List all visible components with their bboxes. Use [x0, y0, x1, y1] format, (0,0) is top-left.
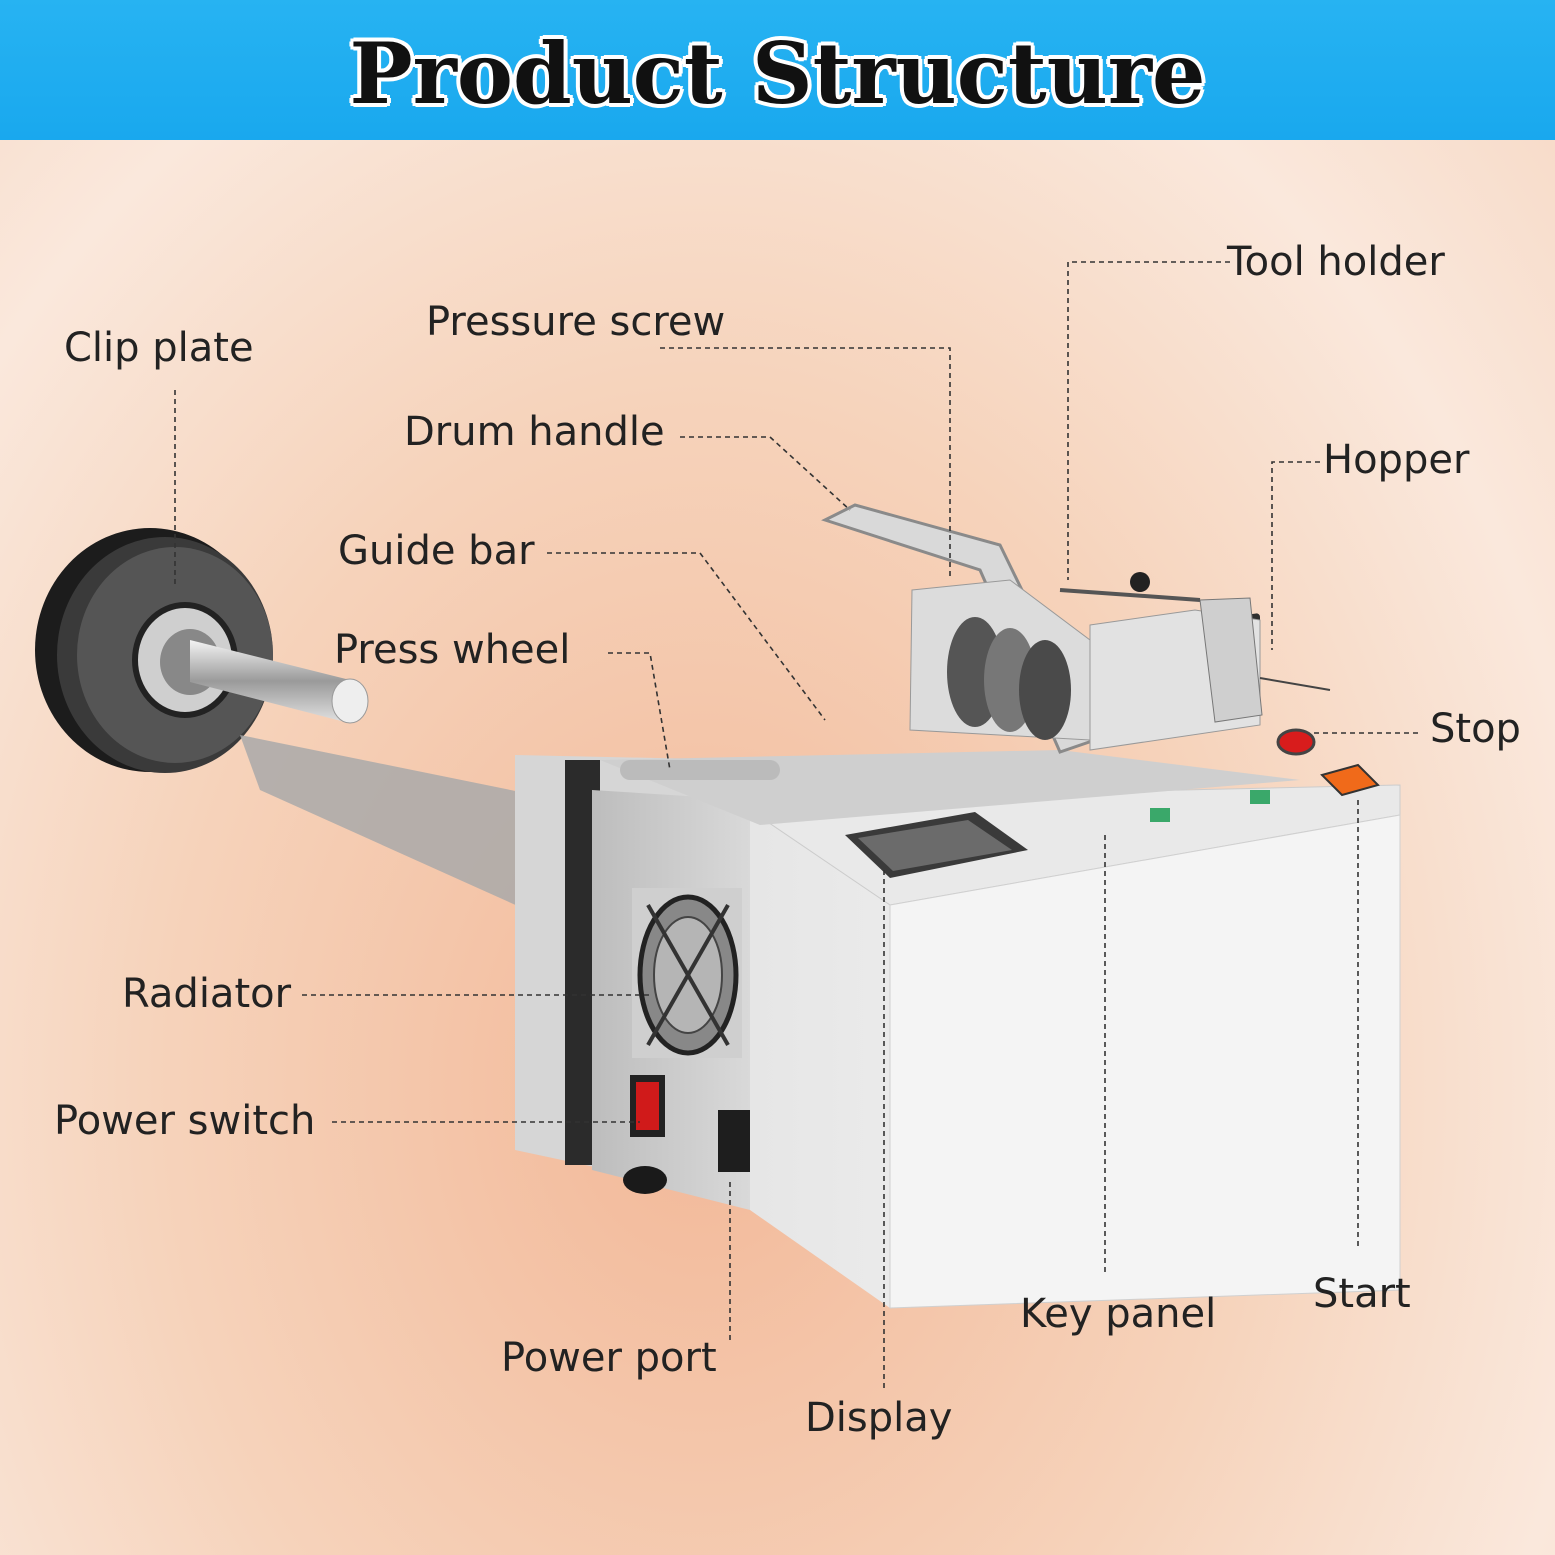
label-power-port: Power port: [501, 1335, 717, 1381]
label-radiator: Radiator: [122, 971, 292, 1017]
leader-drum-handle: [680, 436, 851, 511]
label-press-wheel: Press wheel: [334, 627, 571, 673]
label-clip-plate: Clip plate: [64, 325, 254, 371]
radiator-fan: [632, 888, 742, 1058]
leader-guide-bar: [547, 552, 826, 721]
label-start: Start: [1313, 1271, 1411, 1317]
page-title: Product Structure: [349, 24, 1206, 123]
spindle-rod: [190, 640, 369, 724]
leader-press-wheel: [608, 652, 671, 771]
label-power-switch: Power switch: [54, 1098, 316, 1144]
label-drum-handle: Drum handle: [404, 409, 665, 455]
power-switch-shape: [630, 1075, 665, 1137]
foot: [623, 1166, 667, 1194]
power-port-shape: [718, 1110, 750, 1172]
title-banner: Product Structure: [0, 0, 1555, 140]
label-stop: Stop: [1430, 706, 1521, 752]
leader-pressure-screw: [660, 347, 951, 580]
leader-tool-holder: [1067, 261, 1230, 580]
label-tool-holder: Tool holder: [1227, 239, 1445, 285]
label-display: Display: [805, 1395, 953, 1441]
label-guide-bar: Guide bar: [338, 528, 535, 574]
label-hopper: Hopper: [1323, 437, 1470, 483]
label-key-panel: Key panel: [1020, 1291, 1217, 1337]
label-pressure-screw: Pressure screw: [426, 299, 726, 345]
clip-plate-reel: [35, 528, 273, 773]
material-strip: [240, 735, 560, 925]
stop-button-shape: [1276, 728, 1316, 756]
upper-mechanism: [821, 503, 1331, 754]
leader-hopper: [1271, 461, 1320, 650]
machine-body: [515, 750, 1401, 1309]
leader-lines: [174, 261, 1418, 1390]
start-button-shape: [1320, 763, 1380, 797]
display-screen: [845, 812, 1028, 878]
